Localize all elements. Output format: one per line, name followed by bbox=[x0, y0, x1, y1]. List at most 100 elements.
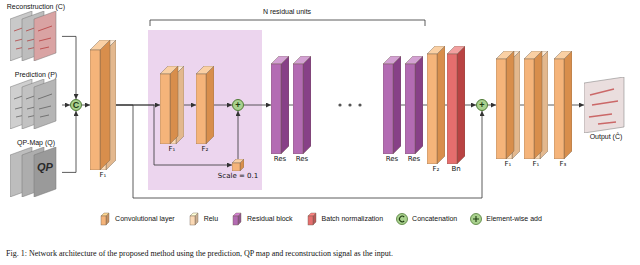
res-top bbox=[405, 56, 423, 64]
legend-item: Relu bbox=[187, 212, 218, 226]
slab-shape bbox=[383, 56, 401, 154]
slab-shape bbox=[90, 40, 116, 170]
legend-swatch bbox=[305, 212, 319, 226]
input-image bbox=[10, 11, 62, 61]
conv-top bbox=[90, 40, 110, 50]
legend-label: Convolutional layer bbox=[115, 215, 175, 223]
res-top bbox=[293, 56, 311, 64]
connector bbox=[244, 105, 271, 106]
layer-slab: F₂ bbox=[196, 66, 214, 153]
node-label: Res bbox=[274, 155, 287, 163]
connector bbox=[289, 105, 293, 106]
figure-caption: Fig. 1: Network architecture of the prop… bbox=[6, 249, 393, 259]
legend-label: Relu bbox=[204, 215, 218, 223]
image-frame bbox=[34, 11, 56, 61]
bracket bbox=[150, 20, 425, 26]
legend-item: Residual block bbox=[230, 212, 293, 226]
conv-top bbox=[232, 159, 244, 163]
layer-slab: F₁ bbox=[524, 51, 548, 168]
conv-side bbox=[170, 66, 178, 144]
operator-symbol: + bbox=[479, 101, 484, 110]
image-stack: Prediction (P) bbox=[10, 71, 62, 129]
res-front bbox=[383, 64, 393, 154]
node-label: Res bbox=[408, 155, 421, 163]
swatch-top bbox=[233, 213, 241, 216]
legend-item: Element-wise add bbox=[469, 212, 542, 226]
slab-shape bbox=[427, 46, 445, 164]
slab-shape bbox=[524, 51, 548, 159]
legend-label: Residual block bbox=[247, 215, 293, 223]
input-image bbox=[10, 147, 62, 197]
connector bbox=[488, 105, 496, 106]
res-side bbox=[303, 56, 311, 154]
slab-shape bbox=[405, 56, 423, 154]
add-icon bbox=[471, 214, 482, 225]
conv-top bbox=[427, 46, 445, 54]
conv-top bbox=[160, 66, 178, 74]
legend-item: Concatenation bbox=[395, 212, 457, 226]
node-label: Res bbox=[386, 155, 399, 163]
conv-front bbox=[524, 59, 534, 159]
image-frame bbox=[34, 147, 56, 197]
image-texture bbox=[38, 26, 52, 49]
slab-shape bbox=[271, 56, 289, 154]
conv-side bbox=[564, 51, 572, 159]
node-label: F₁ bbox=[100, 171, 107, 179]
swatch-front bbox=[233, 216, 238, 225]
node-label: F₂ bbox=[202, 145, 209, 153]
layer-slab: F₁ bbox=[90, 40, 116, 179]
res-top bbox=[271, 56, 289, 64]
connector bbox=[82, 105, 90, 106]
legend-label: Batch normalization bbox=[322, 215, 383, 223]
slab-shape bbox=[196, 66, 214, 144]
concat-glyph bbox=[400, 216, 405, 222]
res-side bbox=[415, 56, 423, 154]
operator-symbol: + bbox=[235, 101, 240, 110]
operator-symbol: C bbox=[73, 101, 80, 110]
bn-front bbox=[447, 54, 457, 164]
swatch-front bbox=[190, 216, 195, 225]
image-frame bbox=[34, 79, 56, 129]
res-front bbox=[405, 64, 415, 154]
connector bbox=[214, 105, 232, 106]
node-label: Output (Ĉ) bbox=[590, 133, 623, 141]
swatch-top bbox=[101, 213, 109, 216]
layer-slab: F₂ bbox=[427, 46, 445, 173]
connector bbox=[62, 105, 70, 106]
node-label: Scale = 0.1 bbox=[218, 172, 258, 180]
connector bbox=[238, 111, 239, 159]
connector bbox=[62, 36, 76, 99]
node-label: Res bbox=[296, 155, 309, 163]
output-image bbox=[584, 77, 628, 133]
node-label: F₃ bbox=[560, 160, 567, 168]
conv-front bbox=[160, 74, 170, 144]
slab-shape bbox=[293, 56, 311, 154]
res-front bbox=[293, 64, 303, 154]
connector bbox=[184, 105, 196, 106]
conv-top bbox=[554, 51, 572, 59]
slab-shape bbox=[447, 46, 465, 164]
conv-side bbox=[534, 51, 542, 159]
bn-top bbox=[447, 46, 465, 54]
legend-swatch bbox=[98, 212, 112, 226]
connector bbox=[465, 105, 476, 106]
legend-item: Convolutional layer bbox=[98, 212, 175, 226]
image-texture bbox=[38, 94, 52, 117]
connector bbox=[423, 105, 427, 106]
slab-shape bbox=[496, 51, 520, 159]
connector bbox=[401, 105, 405, 106]
connector bbox=[520, 105, 524, 106]
node-label: F₁ bbox=[169, 145, 176, 153]
conv-front bbox=[496, 59, 506, 159]
image-frame bbox=[584, 77, 624, 133]
residual-unit-band bbox=[148, 30, 262, 190]
concat-icon bbox=[397, 214, 408, 225]
input-image bbox=[10, 79, 62, 129]
conv-side bbox=[206, 66, 214, 144]
connector bbox=[548, 105, 554, 106]
node-label: Prediction (P) bbox=[15, 71, 57, 79]
legend: Convolutional layer Relu Residual block Bat… bbox=[0, 212, 640, 226]
node-label: QP-Map (Q) bbox=[17, 139, 55, 147]
layer-slab: Res bbox=[293, 56, 311, 163]
